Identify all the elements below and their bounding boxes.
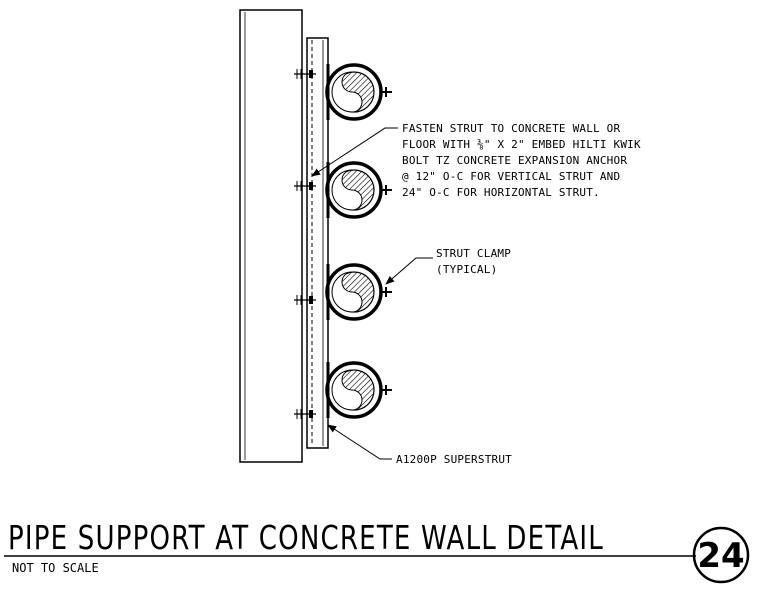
note-fasten-line: @ 12" O-C FOR VERTICAL STRUT AND <box>402 170 620 183</box>
note-fasten-strut: FASTEN STRUT TO CONCRETE WALL OR FLOOR W… <box>402 122 648 199</box>
pipe-with-clamp <box>325 263 392 321</box>
anchor-bolt <box>294 409 316 419</box>
detail-number-circle <box>692 526 750 584</box>
anchor-bolt <box>294 295 316 305</box>
scale-note: NOT TO SCALE <box>12 561 99 575</box>
pipe-with-clamp <box>325 161 392 219</box>
leader-superstrut <box>327 424 392 460</box>
pipe-with-clamp <box>325 361 392 419</box>
note-superstrut: A1200P SUPERSTRUT <box>396 453 512 466</box>
note-fasten-line: BOLT TZ CONCRETE EXPANSION ANCHOR <box>402 154 627 167</box>
note-strut-clamp: STRUT CLAMP (TYPICAL) <box>436 247 518 276</box>
leader-fasten-note <box>311 127 398 177</box>
pipe-with-clamp <box>325 63 392 121</box>
detail-title: PIPE SUPPORT AT CONCRETE WALL DETAIL <box>8 518 604 557</box>
anchor-bolt <box>294 181 316 191</box>
strut-channel <box>306 37 329 449</box>
note-clamp-line: (TYPICAL) <box>436 263 497 276</box>
detail-number: 24 <box>697 536 744 576</box>
note-fasten-line: FASTEN STRUT TO CONCRETE WALL OR <box>402 122 620 135</box>
leader-strut-clamp <box>385 257 433 285</box>
concrete-wall <box>239 9 303 463</box>
note-fasten-line: FLOOR WITH ⅜" X 2" EMBED HILTI KWIK <box>402 138 641 151</box>
note-clamp-line: STRUT CLAMP <box>436 247 511 260</box>
anchor-bolt <box>294 69 316 79</box>
note-fasten-line: 24" O-C FOR HORIZONTAL STRUT. <box>402 186 600 199</box>
